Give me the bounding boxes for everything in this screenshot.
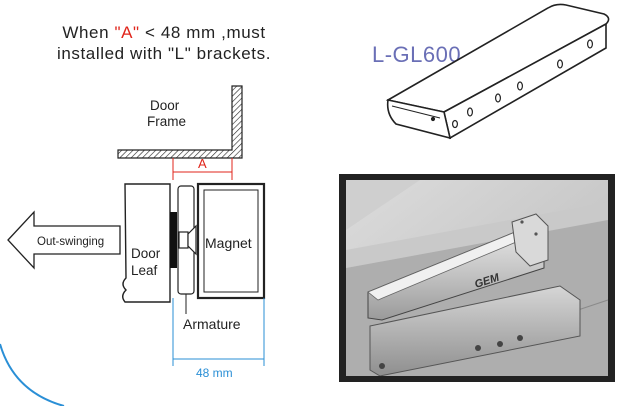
door-leaf-label: Door Leaf (131, 246, 164, 278)
installed-lock-photo: GEM (339, 174, 615, 382)
dimension-a-label: A (198, 156, 207, 171)
door-leaf (122, 183, 171, 303)
armature-plate (170, 212, 177, 268)
magnet-body (196, 182, 266, 300)
out-swinging-arrow (7, 210, 121, 270)
armature-bolt (177, 185, 197, 295)
bracket-holes (430, 39, 593, 129)
installation-note-line1: When "A" < 48 mm ,must (14, 22, 314, 43)
note-dimension-a: "A" (114, 23, 140, 42)
dimension-a: A (172, 156, 233, 180)
door-leaf-label-line2: Leaf (131, 263, 158, 278)
dimension-48mm-label: 48 mm (196, 366, 233, 380)
door-frame-label-line1: Door (150, 98, 180, 113)
door-frame-label-line2: Frame (147, 114, 186, 129)
armature-label: Armature (183, 316, 241, 332)
note-middle: < 48 mm ,must (139, 23, 266, 42)
decorative-arc (0, 343, 65, 406)
dimension-48mm: 48 mm (172, 298, 265, 380)
door-frame (117, 85, 243, 159)
model-label: L-GL600 (372, 42, 462, 67)
installation-diagram: Door Frame A Door Leaf Magnet Out-swingi… (0, 85, 266, 406)
magnet-label: Magnet (205, 235, 252, 251)
bracket-drawing (385, 3, 610, 140)
installation-note-line2: installed with "L" brackets. (56, 44, 272, 63)
photo-l-bracket (511, 213, 549, 267)
door-leaf-label-line1: Door (131, 246, 161, 261)
photo-armature (369, 285, 581, 377)
note-prefix: When (62, 23, 115, 42)
out-swinging-label: Out-swinging (37, 236, 104, 248)
bracket-end-face (386, 99, 452, 140)
bracket-top-face (385, 3, 610, 113)
door-frame-label: Door Frame (147, 98, 186, 129)
installation-note: When "A" < 48 mm ,must installed with "L… (14, 22, 314, 64)
